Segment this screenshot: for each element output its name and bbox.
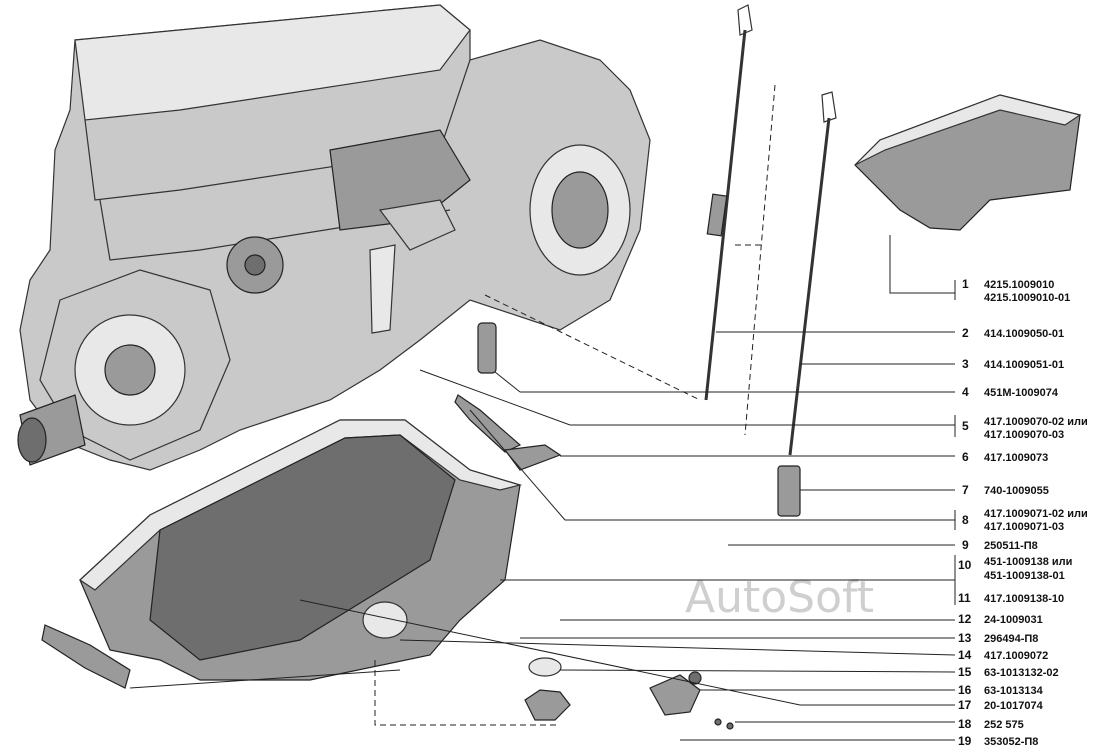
part-code-10b: 451-1009138-01: [984, 570, 1065, 582]
part-num-4: 4: [962, 385, 969, 399]
part-code-3: 414.1009051-01: [984, 359, 1064, 371]
part-num-1: 1: [962, 277, 969, 291]
part-code-2: 414.1009050-01: [984, 328, 1064, 340]
dashed-lines: [374, 84, 776, 726]
part-num-5: 5: [962, 419, 969, 433]
part-num-18: 18: [958, 717, 972, 731]
part-code-9: 250511-П8: [984, 540, 1038, 552]
part-code-7: 740-1009055: [984, 485, 1049, 497]
part-num-13: 13: [958, 631, 972, 645]
part-code-5a: 417.1009070-02 или: [984, 416, 1088, 428]
part-code-17: 20-1017074: [984, 700, 1044, 712]
part-code-15: 63-1013132-02: [984, 667, 1059, 679]
part-num-3: 3: [962, 357, 969, 371]
part-num-11: 11: [958, 591, 971, 605]
part-num-8: 8: [962, 513, 969, 527]
part-num-19: 19: [958, 734, 972, 747]
part-code-1a: 4215.1009010: [984, 279, 1054, 291]
part-code-19: 353052-П8: [984, 736, 1038, 747]
part-code-13: 296494-П8: [984, 633, 1038, 645]
part-num-15: 15: [958, 665, 972, 679]
part-code-5b: 417.1009070-03: [984, 429, 1064, 441]
part-code-6: 417.1009073: [984, 452, 1048, 464]
part-num-16: 16: [958, 683, 972, 697]
part-num-2: 2: [962, 326, 969, 340]
oil-pan-main: [79, 419, 523, 681]
part-num-14: 14: [958, 648, 972, 662]
part-num-6: 6: [962, 450, 969, 464]
part-code-10a: 451-1009138 или: [984, 556, 1072, 568]
part-num-12: 12: [958, 612, 972, 626]
part-labels: 1 4215.1009010 4215.1009010-01 2 414.100…: [958, 277, 1088, 747]
dipsticks: [704, 4, 837, 456]
part-code-1b: 4215.1009010-01: [984, 292, 1070, 304]
engine-block: [17, 4, 651, 471]
leader-lines: [129, 235, 956, 741]
part-code-8a: 417.1009071-02 или: [984, 508, 1088, 520]
part-code-11: 417.1009138-10: [984, 593, 1064, 605]
part-num-17: 17: [958, 698, 972, 712]
part-code-8b: 417.1009071-03: [984, 521, 1064, 533]
part-num-7: 7: [962, 483, 969, 497]
hardware: [524, 465, 801, 730]
part-code-12: 24-1009031: [984, 614, 1043, 626]
part-code-16: 63-1013134: [984, 685, 1044, 697]
part-num-9: 9: [962, 538, 969, 552]
gaskets: [41, 394, 562, 689]
dipstick-tube: [477, 322, 497, 374]
part-num-10: 10: [958, 558, 972, 572]
part-code-14: 417.1009072: [984, 650, 1048, 662]
oil-pan-top: [854, 94, 1082, 231]
part-code-18: 252 575: [984, 719, 1024, 731]
part-code-4: 451М-1009074: [984, 387, 1059, 399]
